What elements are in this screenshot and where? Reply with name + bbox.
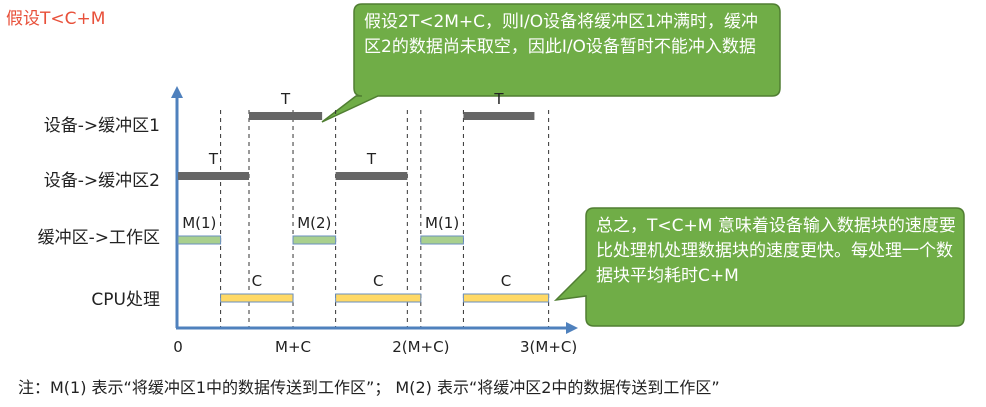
callout-bubble-1 (321, 3, 781, 123)
axis-tick-label: 2(M+C) (392, 338, 449, 356)
segment-label: C (373, 272, 383, 290)
axis-tick-label: 0 (173, 338, 183, 356)
segment-label: T (208, 150, 219, 168)
callout-text-2: 总之，T<C+M 意味着设备输入数据块的速度要比处理机处理数据块的速度更快。每处… (596, 216, 956, 286)
row-label: 设备->缓冲区1 (44, 116, 160, 136)
x-axis-arrow-icon (566, 322, 578, 334)
axis-tick-label: 3(M+C) (520, 338, 577, 356)
segment-label: C (501, 272, 511, 290)
segment-label: T (280, 90, 291, 108)
timeline-segment (335, 172, 408, 180)
row-label: 缓冲区->工作区 (38, 228, 160, 248)
timeline-segment (463, 112, 535, 120)
diagram-title: 假设T<C+M (6, 9, 105, 29)
row-label: 设备->缓冲区2 (44, 171, 160, 191)
timeline-segment (292, 235, 337, 245)
segment-label: T (366, 150, 377, 168)
segment-label: M(1) (182, 214, 216, 232)
footnote: 注：M(1) 表示“将缓冲区1中的数据传送到工作区”； M(2) 表示“将缓冲区… (18, 378, 720, 397)
timeline-segment (462, 293, 550, 303)
segment-label: M(1) (425, 214, 459, 232)
segment-label: M(2) (297, 214, 331, 232)
timeline-segment (178, 172, 249, 180)
callout-text-1: 假设2T<2M+C，则I/O设备将缓冲区1冲满时，缓冲区2的数据尚未取空，因此I… (364, 12, 758, 57)
callout-bubble-2 (553, 207, 965, 327)
timeline-segment (249, 112, 323, 120)
timeline-segment (177, 235, 222, 245)
timeline-segment (420, 235, 464, 245)
y-axis-arrow-icon (171, 86, 183, 98)
row-label: CPU处理 (91, 290, 160, 310)
axis-tick-label: M+C (275, 338, 311, 356)
timeline-segment (220, 293, 294, 303)
segment-label: T (493, 90, 504, 108)
timeline-segment (335, 293, 422, 303)
segment-label: C (252, 272, 262, 290)
